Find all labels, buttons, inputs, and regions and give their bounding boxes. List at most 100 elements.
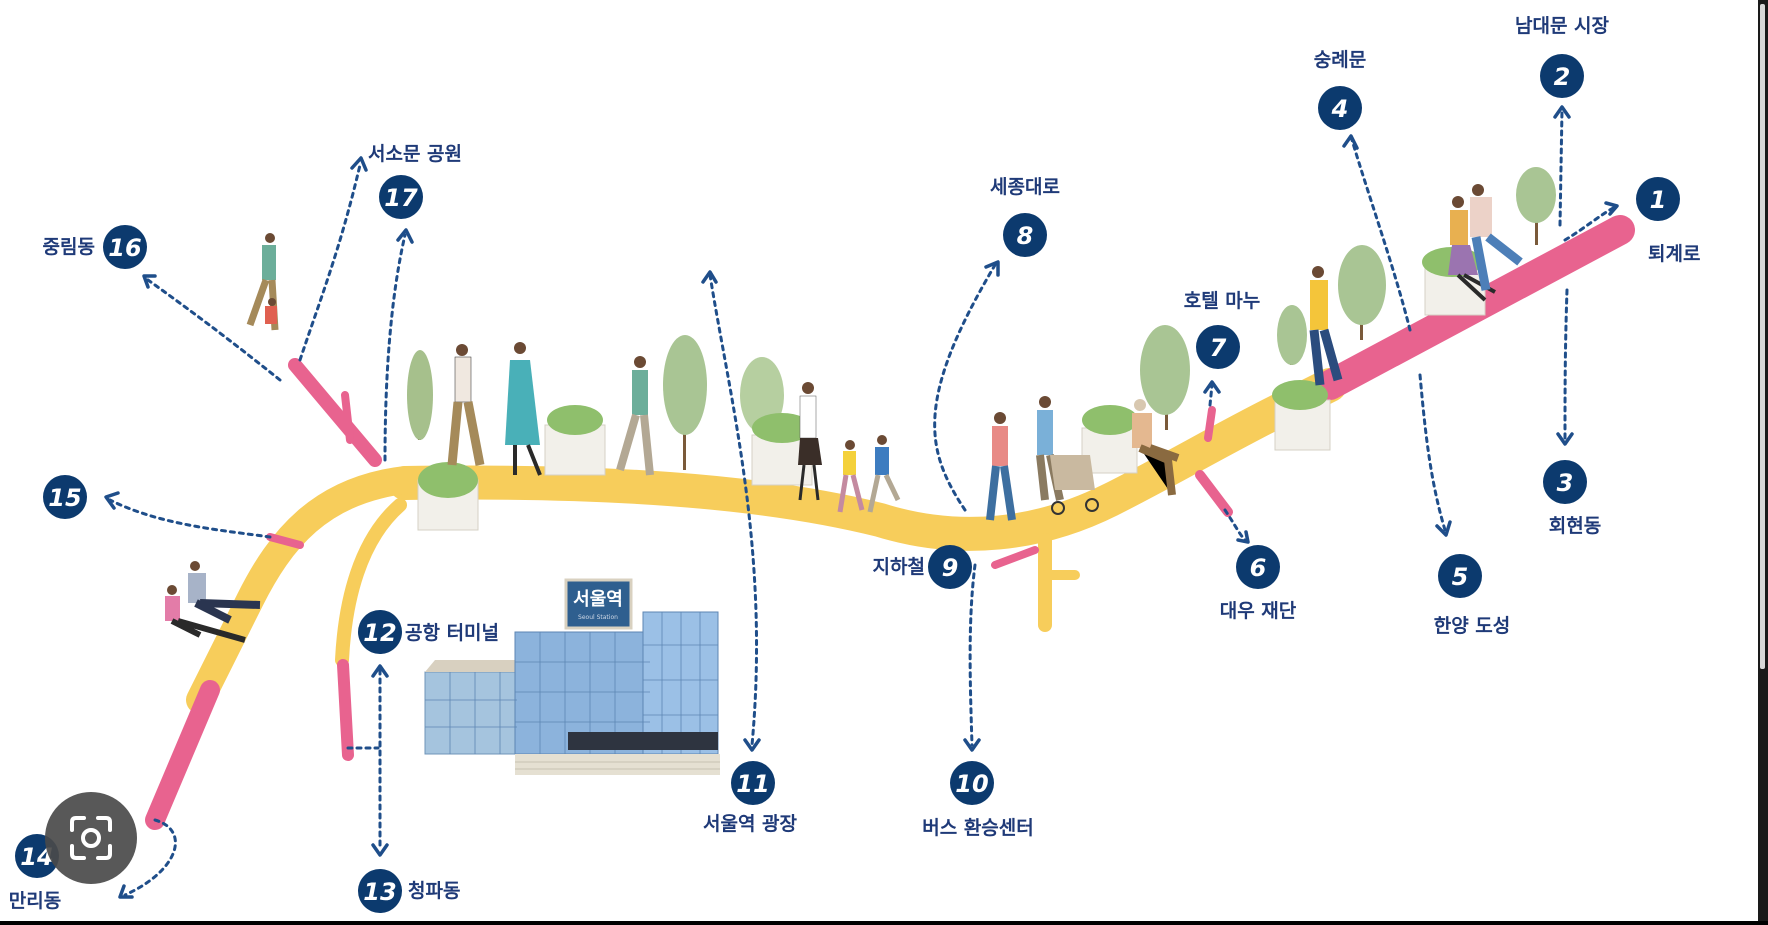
place-label: 서울역 광장: [703, 813, 798, 835]
place-label: 한양 도성: [1434, 615, 1511, 637]
route-west-upper: [186, 466, 419, 714]
person-icon: [447, 344, 485, 466]
arrow-to-17a: [298, 163, 362, 362]
marker-circle: [950, 761, 994, 805]
person-icon: [986, 412, 1016, 521]
arrowhead-11: [743, 738, 761, 752]
marker-circle: [928, 545, 972, 589]
arrowhead-8: [984, 260, 1000, 277]
marker-number: 5: [1452, 563, 1469, 591]
person-icon: [798, 382, 822, 501]
arrowhead-10: [963, 738, 981, 752]
arrowhead-1: [1604, 201, 1619, 216]
marker-number: 4: [1331, 95, 1349, 123]
marker-number: 11: [736, 770, 769, 798]
person-icon: [616, 356, 654, 476]
arrow-to-8: [933, 263, 997, 512]
arrowhead-13-bottom: [371, 843, 389, 857]
place-label: 공항 터미널: [405, 622, 499, 644]
visual-search-button[interactable]: [45, 792, 137, 884]
place-marker-12[interactable]: 12 공항 터미널: [358, 610, 499, 654]
marker-number: 7: [1210, 334, 1227, 362]
marker-circle: [1438, 554, 1482, 598]
person-icon: [165, 585, 246, 643]
main-route: [186, 368, 1347, 714]
marker-circle: [1236, 545, 1280, 589]
place-marker-15[interactable]: 15: [43, 475, 87, 519]
place-label: 중림동: [43, 236, 95, 258]
tree-icon: [407, 350, 433, 440]
marker-circle: [1003, 213, 1047, 257]
route-west-lower: [335, 498, 407, 667]
place-marker-9[interactable]: 9 지하철: [873, 545, 972, 589]
place-label: 버스 환승센터: [922, 817, 1034, 839]
marker-circle: [379, 175, 423, 219]
place-label: 회현동: [1549, 515, 1601, 537]
station-sign-sublabel: Seoul Station: [578, 614, 618, 621]
place-marker-11[interactable]: 11 서울역 광장: [703, 761, 798, 835]
place-label: 퇴계로: [1648, 243, 1700, 265]
marker-number: 8: [1017, 222, 1034, 250]
marker-circle: [731, 761, 775, 805]
marker-number: 12: [363, 619, 396, 647]
place-marker-6[interactable]: 6대우 재단: [1220, 545, 1297, 622]
glass-grid: [425, 612, 718, 754]
arrow-heads: [104, 105, 1619, 899]
station-sign: 서울역 Seoul Station: [564, 578, 633, 630]
station-sign-label: 서울역: [573, 589, 623, 610]
place-marker-8[interactable]: 8 세종대로: [990, 176, 1060, 257]
place-marker-5[interactable]: 5 한양 도성: [1434, 554, 1511, 637]
place-label: 세종대로: [990, 176, 1060, 198]
arrow-to-15: [108, 498, 272, 539]
person-icon: [867, 435, 901, 513]
branch-northwest-tick: [341, 391, 354, 444]
place-marker-4[interactable]: 4 숭례문: [1314, 49, 1366, 130]
place-marker-7[interactable]: 7 호텔 마누: [1184, 290, 1261, 369]
tree-icon: [1516, 167, 1556, 245]
arrow-to-11: [708, 273, 759, 747]
arrow-to-7: [1208, 383, 1214, 407]
arrowhead-17a: [350, 156, 368, 172]
tree-icon: [663, 335, 707, 470]
place-label: 서소문 공원: [368, 143, 462, 165]
arrowhead-17b: [396, 228, 414, 244]
branch-southwest: [145, 680, 220, 830]
marker-number: 13: [363, 878, 396, 906]
route-main-path: [388, 368, 1347, 551]
arrow-to-10: [968, 563, 977, 747]
place-label: 대우 재단: [1220, 600, 1297, 622]
place-marker-1[interactable]: 1 퇴계로: [1636, 177, 1700, 265]
place-label: 지하철: [873, 556, 925, 578]
marker-number: 9: [942, 554, 959, 582]
arrowhead-13-top: [371, 664, 389, 678]
person-icon: [1470, 184, 1523, 291]
scrollbar-thumb[interactable]: [1760, 4, 1765, 669]
planter-icon: [544, 405, 606, 476]
arrowhead-3: [1556, 432, 1574, 446]
arrowhead-11-top: [701, 270, 718, 284]
tree-icon: [1338, 245, 1386, 340]
place-label: 만리동: [9, 890, 61, 912]
marker-circle: [1196, 325, 1240, 369]
branch-northwest: [288, 358, 382, 467]
vertical-scrollbar[interactable]: [1758, 0, 1768, 921]
branch-west-15: [266, 533, 304, 549]
pedestrian-figures: [165, 184, 1523, 643]
arrow-to-17b: [383, 233, 407, 462]
tree-icon: [1277, 305, 1307, 365]
person-icon: [1309, 266, 1343, 386]
place-label: 호텔 마누: [1184, 290, 1261, 312]
marker-number: 2: [1554, 63, 1571, 91]
marker-number: 1: [1650, 186, 1667, 214]
stroller-icon: [1050, 455, 1099, 515]
place-label: 숭례문: [1314, 49, 1366, 71]
